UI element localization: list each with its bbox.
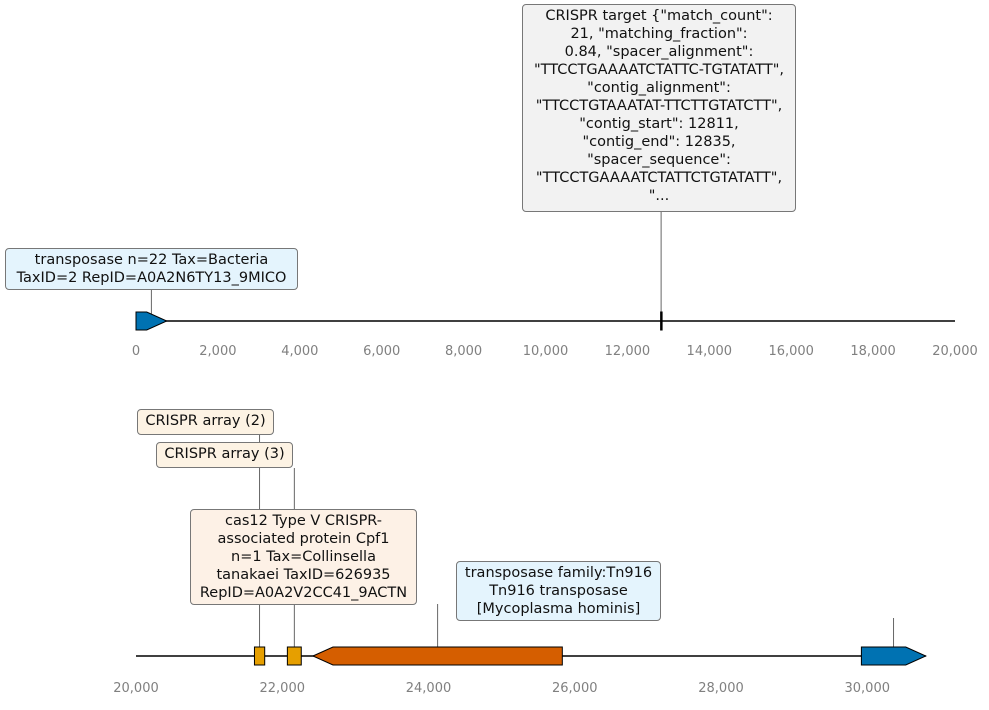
axis-tick-label: 6,000 bbox=[363, 344, 400, 359]
axis-tick-label: 28,000 bbox=[698, 681, 744, 696]
axis-tick-label: 12,000 bbox=[605, 344, 651, 359]
axis-tick-label: 4,000 bbox=[281, 344, 318, 359]
cas12-label: cas12 Type V CRISPR- associated protein … bbox=[190, 509, 417, 605]
axis-tick-label: 10,000 bbox=[523, 344, 569, 359]
crispr-target-label: CRISPR target {"match_count": 21, "match… bbox=[522, 4, 796, 212]
axis-tick-label: 24,000 bbox=[406, 681, 452, 696]
crispr-array-2-block[interactable] bbox=[253, 646, 266, 666]
axis-tick-label: 26,000 bbox=[552, 681, 598, 696]
tn916-transposase-arrow[interactable] bbox=[860, 646, 927, 666]
crispr-target-marker[interactable] bbox=[660, 311, 663, 331]
axis-tick-label: 30,000 bbox=[845, 681, 891, 696]
axis-tick-label: 8,000 bbox=[445, 344, 482, 359]
axis-tick-label: 14,000 bbox=[687, 344, 733, 359]
axis-tick-label: 0 bbox=[132, 344, 140, 359]
transposase-label: transposase n=22 Tax=Bacteria TaxID=2 Re… bbox=[5, 248, 298, 290]
axis-tick-label: 2,000 bbox=[199, 344, 236, 359]
cas12-arrow[interactable] bbox=[311, 646, 563, 666]
track-panel-1: 0 2,000 4,000 6,000 8,000 10,000 12,000 14,000 1… bbox=[132, 212, 978, 359]
crispr-array-3-block[interactable] bbox=[286, 646, 302, 666]
transposase-arrow[interactable] bbox=[135, 311, 168, 331]
axis-tick-label: 20,000 bbox=[113, 681, 159, 696]
axis-tick-label: 22,000 bbox=[260, 681, 306, 696]
axis-tick-label: 16,000 bbox=[768, 344, 814, 359]
axis-tick-label: 20,000 bbox=[932, 344, 978, 359]
axis-tick-label: 18,000 bbox=[850, 344, 896, 359]
tn916-label: transposase family:Tn916 Tn916 transposa… bbox=[456, 561, 661, 621]
crispr-array-2-label: CRISPR array (2) bbox=[137, 409, 274, 435]
track-panel-2: 20,000 22,000 24,000 26,000 28,000 30,000 bbox=[113, 435, 927, 696]
crispr-array-3-label: CRISPR array (3) bbox=[156, 442, 293, 468]
